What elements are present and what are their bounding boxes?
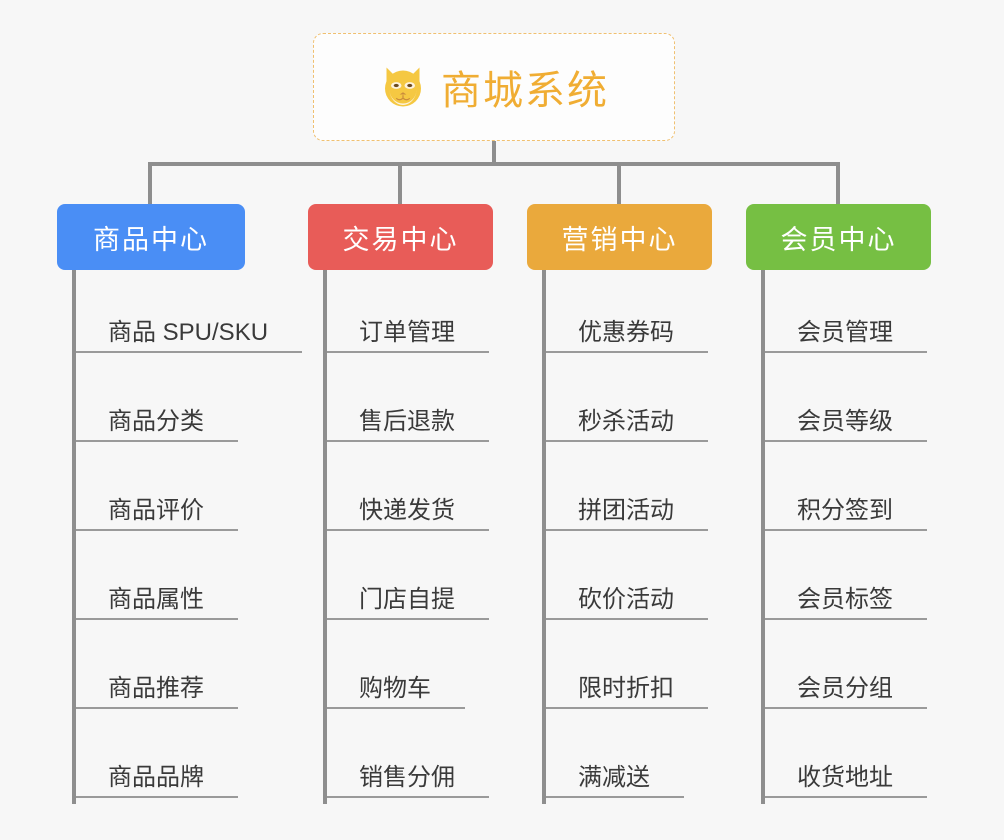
list-item[interactable]: 商品 SPU/SKU bbox=[76, 270, 303, 359]
category-label: 营销中心 bbox=[561, 224, 678, 255]
category-header-member-center[interactable]: 会员中心 bbox=[746, 204, 931, 270]
trunk-horizontal-line bbox=[148, 162, 840, 166]
list-item[interactable]: 订单管理 bbox=[327, 270, 494, 359]
leaf-label: 订单管理 bbox=[327, 320, 489, 353]
leaf-label: 售后退款 bbox=[327, 409, 489, 442]
leaf-label: 商品评价 bbox=[76, 498, 238, 531]
drop-line-product-center bbox=[148, 162, 152, 206]
leaf-label: 积分签到 bbox=[765, 498, 927, 531]
list-item[interactable]: 拼团活动 bbox=[546, 448, 713, 537]
list-item[interactable]: 商品品牌 bbox=[76, 715, 247, 804]
branch-trade-center: 订单管理 售后退款 快递发货 门店自提 购物车 销售分佣 bbox=[323, 270, 494, 804]
list-item[interactable]: 会员分组 bbox=[765, 626, 932, 715]
root-node[interactable]: 商城系统 bbox=[313, 33, 675, 141]
list-item[interactable]: 秒杀活动 bbox=[546, 359, 713, 448]
leaf-label: 商品品牌 bbox=[76, 765, 238, 798]
leaf-label: 门店自提 bbox=[327, 587, 489, 620]
leaf-label: 会员分组 bbox=[765, 676, 927, 709]
leaf-label: 会员标签 bbox=[765, 587, 927, 620]
list-item[interactable]: 商品分类 bbox=[76, 359, 247, 448]
leaf-label: 秒杀活动 bbox=[546, 409, 708, 442]
column-product-center: 商品中心 商品 SPU/SKU 商品分类 商品评价 商品属性 商品推荐 商品品牌 bbox=[57, 204, 303, 804]
category-header-trade-center[interactable]: 交易中心 bbox=[308, 204, 493, 270]
list-item[interactable]: 会员等级 bbox=[765, 359, 932, 448]
leaf-label: 会员等级 bbox=[765, 409, 927, 442]
list-item[interactable]: 商品评价 bbox=[76, 448, 247, 537]
leaf-label: 会员管理 bbox=[765, 320, 927, 353]
category-label: 会员中心 bbox=[780, 224, 897, 255]
list-item[interactable]: 积分签到 bbox=[765, 448, 932, 537]
list-item[interactable]: 门店自提 bbox=[327, 537, 494, 626]
list-item[interactable]: 购物车 bbox=[327, 626, 494, 715]
branch-marketing-center: 优惠券码 秒杀活动 拼团活动 砍价活动 限时折扣 满减送 bbox=[542, 270, 713, 804]
leaf-label: 快递发货 bbox=[327, 498, 489, 531]
list-item[interactable]: 快递发货 bbox=[327, 448, 494, 537]
leaf-label: 购物车 bbox=[327, 676, 465, 709]
category-header-marketing-center[interactable]: 营销中心 bbox=[527, 204, 712, 270]
list-item[interactable]: 销售分佣 bbox=[327, 715, 494, 804]
list-item[interactable]: 会员管理 bbox=[765, 270, 932, 359]
leaf-label: 商品推荐 bbox=[76, 676, 238, 709]
list-item[interactable]: 限时折扣 bbox=[546, 626, 713, 715]
leaf-label: 满减送 bbox=[546, 765, 684, 798]
drop-line-trade-center bbox=[398, 162, 402, 206]
leaf-label: 销售分佣 bbox=[327, 765, 489, 798]
root-title: 商城系统 bbox=[441, 69, 609, 113]
leaf-label: 商品分类 bbox=[76, 409, 238, 442]
trunk-vertical-line bbox=[492, 141, 496, 164]
category-label: 交易中心 bbox=[342, 224, 459, 255]
leaf-label: 优惠券码 bbox=[546, 320, 708, 353]
column-trade-center: 交易中心 订单管理 售后退款 快递发货 门店自提 购物车 销售分佣 bbox=[308, 204, 494, 804]
leaf-label: 商品属性 bbox=[76, 587, 238, 620]
leaf-label: 商品 SPU/SKU bbox=[76, 320, 303, 353]
list-item[interactable]: 砍价活动 bbox=[546, 537, 713, 626]
list-item[interactable]: 会员标签 bbox=[765, 537, 932, 626]
list-item[interactable]: 商品推荐 bbox=[76, 626, 247, 715]
column-marketing-center: 营销中心 优惠券码 秒杀活动 拼团活动 砍价活动 限时折扣 满减送 bbox=[527, 204, 713, 804]
leaf-label: 限时折扣 bbox=[546, 676, 708, 709]
category-header-product-center[interactable]: 商品中心 bbox=[57, 204, 245, 270]
branch-product-center: 商品 SPU/SKU 商品分类 商品评价 商品属性 商品推荐 商品品牌 bbox=[72, 270, 303, 804]
list-item[interactable]: 优惠券码 bbox=[546, 270, 713, 359]
column-member-center: 会员中心 会员管理 会员等级 积分签到 会员标签 会员分组 收货地址 bbox=[746, 204, 932, 804]
drop-line-member-center bbox=[836, 162, 840, 206]
leaf-label: 收货地址 bbox=[765, 765, 927, 798]
leaf-label: 拼团活动 bbox=[546, 498, 708, 531]
list-item[interactable]: 满减送 bbox=[546, 715, 713, 804]
list-item[interactable]: 收货地址 bbox=[765, 715, 932, 804]
drop-line-marketing-center bbox=[617, 162, 621, 206]
leaf-label: 砍价活动 bbox=[546, 587, 708, 620]
list-item[interactable]: 商品属性 bbox=[76, 537, 247, 626]
shiba-dog-icon bbox=[379, 63, 427, 111]
list-item[interactable]: 售后退款 bbox=[327, 359, 494, 448]
branch-member-center: 会员管理 会员等级 积分签到 会员标签 会员分组 收货地址 bbox=[761, 270, 932, 804]
category-label: 商品中心 bbox=[93, 224, 209, 255]
